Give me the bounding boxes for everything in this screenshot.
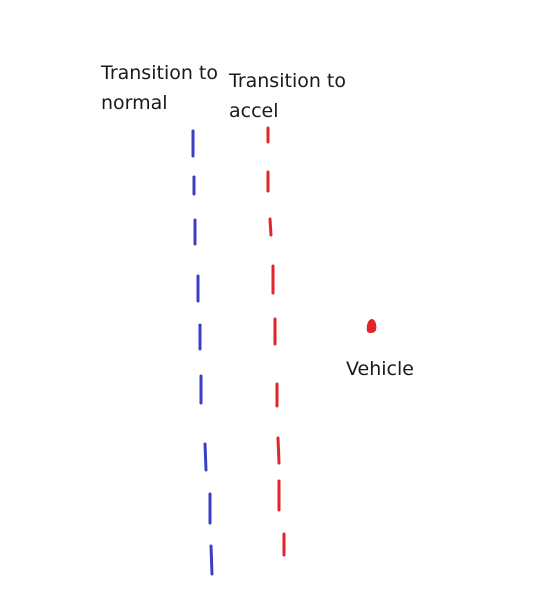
normal-dash	[203, 442, 208, 472]
transition-to-normal-label: Transition to normal	[101, 58, 218, 118]
accel-dash	[276, 436, 281, 465]
transition-to-normal-label-line2: normal	[101, 92, 168, 114]
normal-dash	[209, 544, 214, 576]
transition-to-accel-label-line1: Transition to	[229, 70, 346, 92]
vehicle-label: Vehicle	[346, 358, 414, 380]
accel-dash	[268, 217, 273, 237]
transition-to-accel-dashed-line	[266, 126, 286, 557]
transition-to-normal-dashed-line	[191, 129, 214, 576]
vehicle-marker	[366, 318, 377, 333]
transition-to-accel-label: Transition to accel	[229, 66, 346, 126]
transition-to-normal-label-line1: Transition to	[101, 62, 218, 84]
transition-to-accel-label-line2: accel	[229, 100, 279, 122]
